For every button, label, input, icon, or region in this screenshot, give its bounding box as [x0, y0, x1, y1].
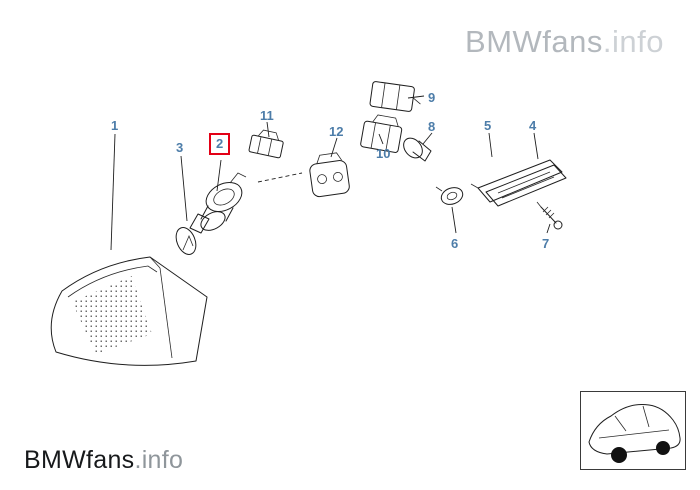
site-logo-suffix-text: .info: [134, 446, 184, 474]
part-drawing-socket-6: [435, 186, 464, 205]
car-front-wheel: [611, 447, 627, 463]
part-label-7[interactable]: 7: [542, 236, 550, 251]
part-label-12[interactable]: 12: [329, 124, 344, 139]
part-drawing-bulb: [175, 213, 210, 255]
part-label-2-selected[interactable]: 2: [209, 133, 231, 155]
watermark-brand: BMWfans.info: [465, 24, 664, 60]
part-label-6[interactable]: 6: [451, 236, 459, 251]
part-drawing-gasket: [477, 159, 563, 203]
part-label-5[interactable]: 5: [484, 118, 492, 133]
part-label-9[interactable]: 9: [428, 90, 436, 105]
part-drawing-corner-lens: [50, 256, 208, 366]
car-thumbnail[interactable]: [580, 391, 686, 470]
part-label-1[interactable]: 1: [111, 118, 119, 133]
leader-lines: [110, 95, 551, 251]
part-drawing-screw: [536, 201, 563, 230]
watermark-suffix-text: .info: [602, 24, 664, 59]
watermark-brand-text: BMWfans: [465, 24, 603, 59]
part-drawing-connector-10: [360, 114, 403, 153]
part-label-4[interactable]: 4: [529, 118, 537, 133]
site-logo-brand-text: BMWfans: [24, 446, 135, 474]
part-drawing-connector-12: [309, 152, 350, 198]
car-rear-wheel: [656, 441, 670, 455]
car-sketch: [588, 404, 681, 463]
part-label-10[interactable]: 10: [376, 146, 391, 161]
part-drawing-connector-9: [369, 81, 421, 112]
site-logo[interactable]: BMWfans.info: [24, 446, 183, 475]
part-drawing-connector-11: [248, 129, 284, 159]
part-drawing-side-marker-lamp: [470, 164, 567, 207]
part-label-3[interactable]: 3: [176, 140, 184, 155]
part-drawing-bulb-socket: [200, 172, 247, 231]
part-drawing-bulb-8: [403, 137, 432, 162]
part-label-8[interactable]: 8: [428, 119, 436, 134]
part-label-11[interactable]: 11: [260, 108, 274, 123]
